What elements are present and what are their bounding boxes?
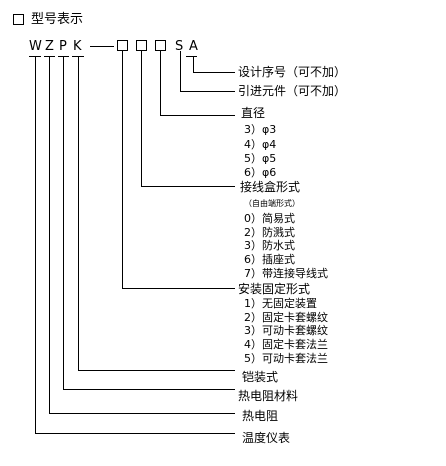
label-temp-instrument: 温度仪表 <box>242 431 291 445</box>
line-mount <box>122 51 235 289</box>
line-armored <box>78 57 235 371</box>
label-thermal-resistor: 热电阻 <box>242 409 279 423</box>
mount-item: 2）固定卡套螺纹 <box>244 311 328 324</box>
mount-item: 4）固定卡套法兰 <box>244 338 328 351</box>
diameter-item: 4）φ4 <box>244 138 277 151</box>
code-letter-z: Z <box>45 39 54 54</box>
junction-note: （自由端形式） <box>244 199 300 208</box>
label-armored: 铠装式 <box>242 370 279 384</box>
line-lead-element <box>180 51 235 92</box>
junction-item: 0）简易式 <box>244 212 295 225</box>
code-box-diameter <box>155 40 166 51</box>
line-temp-instrument <box>35 57 235 434</box>
diameter-item: 3）φ3 <box>244 123 277 136</box>
mount-item: 1）无固定装置 <box>244 297 317 310</box>
code-box-junction <box>136 40 147 51</box>
label-design-seq: 设计序号（可不加） <box>238 65 347 79</box>
line-design-seq <box>193 56 235 73</box>
title-checkbox-icon <box>13 14 24 25</box>
label-diameter: 直径 <box>241 106 266 120</box>
label-lead-element: 引进元件（可不加） <box>238 84 347 98</box>
line-material <box>63 57 235 390</box>
line-thermal-resistor <box>49 57 235 414</box>
mount-item: 5）可动卡套法兰 <box>244 352 328 365</box>
code-letter-s: S <box>175 39 184 54</box>
line-junction <box>141 51 235 187</box>
diameter-item: 5）φ5 <box>244 152 277 165</box>
junction-item: 2）防溅式 <box>244 226 295 239</box>
label-junction-box: 接线盒形式 <box>240 180 301 194</box>
junction-item: 6）插座式 <box>244 253 295 266</box>
code-letter-w: W <box>29 39 42 54</box>
line-diameter <box>160 51 235 116</box>
junction-item: 7）带连接导线式 <box>244 267 328 280</box>
mount-item: 3）可动卡套螺纹 <box>244 324 328 337</box>
code-letter-k: K <box>73 39 82 54</box>
code-box-mount <box>117 40 128 51</box>
label-material: 热电阻材料 <box>238 389 299 403</box>
code-letter-a: A <box>189 39 198 54</box>
diameter-item: 6）φ6 <box>244 166 277 179</box>
code-letter-p: P <box>59 39 67 54</box>
diagram-title: 型号表示 <box>31 12 84 27</box>
label-mount: 安装固定形式 <box>238 282 311 296</box>
junction-item: 3）防水式 <box>244 239 295 252</box>
